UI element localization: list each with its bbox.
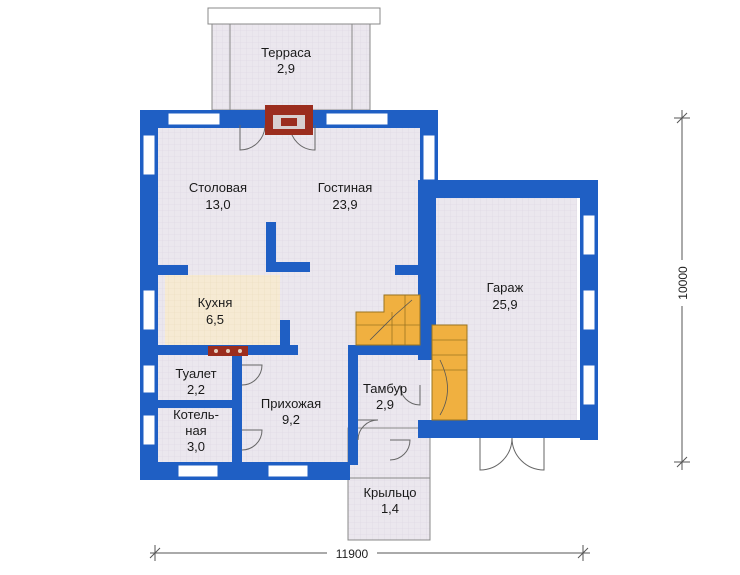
porch-area: 1,4 [381,501,399,516]
boiler-name-line2: ная [185,423,206,438]
porch-name: Крыльцо [363,485,416,500]
kitchen-floor [165,275,280,345]
hall-name: Прихожая [261,396,321,411]
door-garage-right [511,437,545,471]
dining-area: 13,0 [205,197,230,212]
door-terrace-left [239,124,266,151]
kitchen-area: 6,5 [206,312,224,327]
garage-wall-south [418,420,598,438]
vestibule-name: Тамбур [363,381,407,396]
room-labels: Терраса 2,9 Столовая 13,0 Гостиная 23,9 … [173,45,524,516]
toilet-area: 2,2 [187,382,205,397]
door-boiler [241,429,263,451]
stairs-garage [431,324,468,421]
porch [347,427,431,541]
wall-kitchen-top [158,265,188,275]
dimension-width-label: 11900 [336,547,369,561]
hall-area: 9,2 [282,412,300,427]
stairs-house [355,294,421,346]
door-toilet [241,364,263,386]
fireplace-icon [265,105,313,135]
door-garage-left [479,437,513,471]
dimension-depth-label: 10000 [676,266,690,300]
living-area: 23,9 [332,197,357,212]
boiler-area: 3,0 [187,439,205,454]
terrace-name: Терраса [261,45,312,60]
kitchen-name: Кухня [198,295,233,310]
garage-area: 25,9 [492,297,517,312]
living-name: Гостиная [318,180,373,195]
terrace [207,7,381,111]
vestibule-area: 2,9 [376,397,394,412]
toilet-name: Туалет [175,366,216,381]
dining-name: Столовая [189,180,247,195]
garage-wall-north [418,180,598,198]
windows [142,112,596,478]
wall-toilet-boiler [232,355,242,465]
garage-name: Гараж [487,280,524,295]
doors [239,124,545,471]
garage-wall-west [418,180,436,360]
boiler-name-line1: Котель- [173,407,219,422]
wall-south-left [140,462,350,480]
stove-icon [208,346,248,356]
terrace-area: 2,9 [277,61,295,76]
